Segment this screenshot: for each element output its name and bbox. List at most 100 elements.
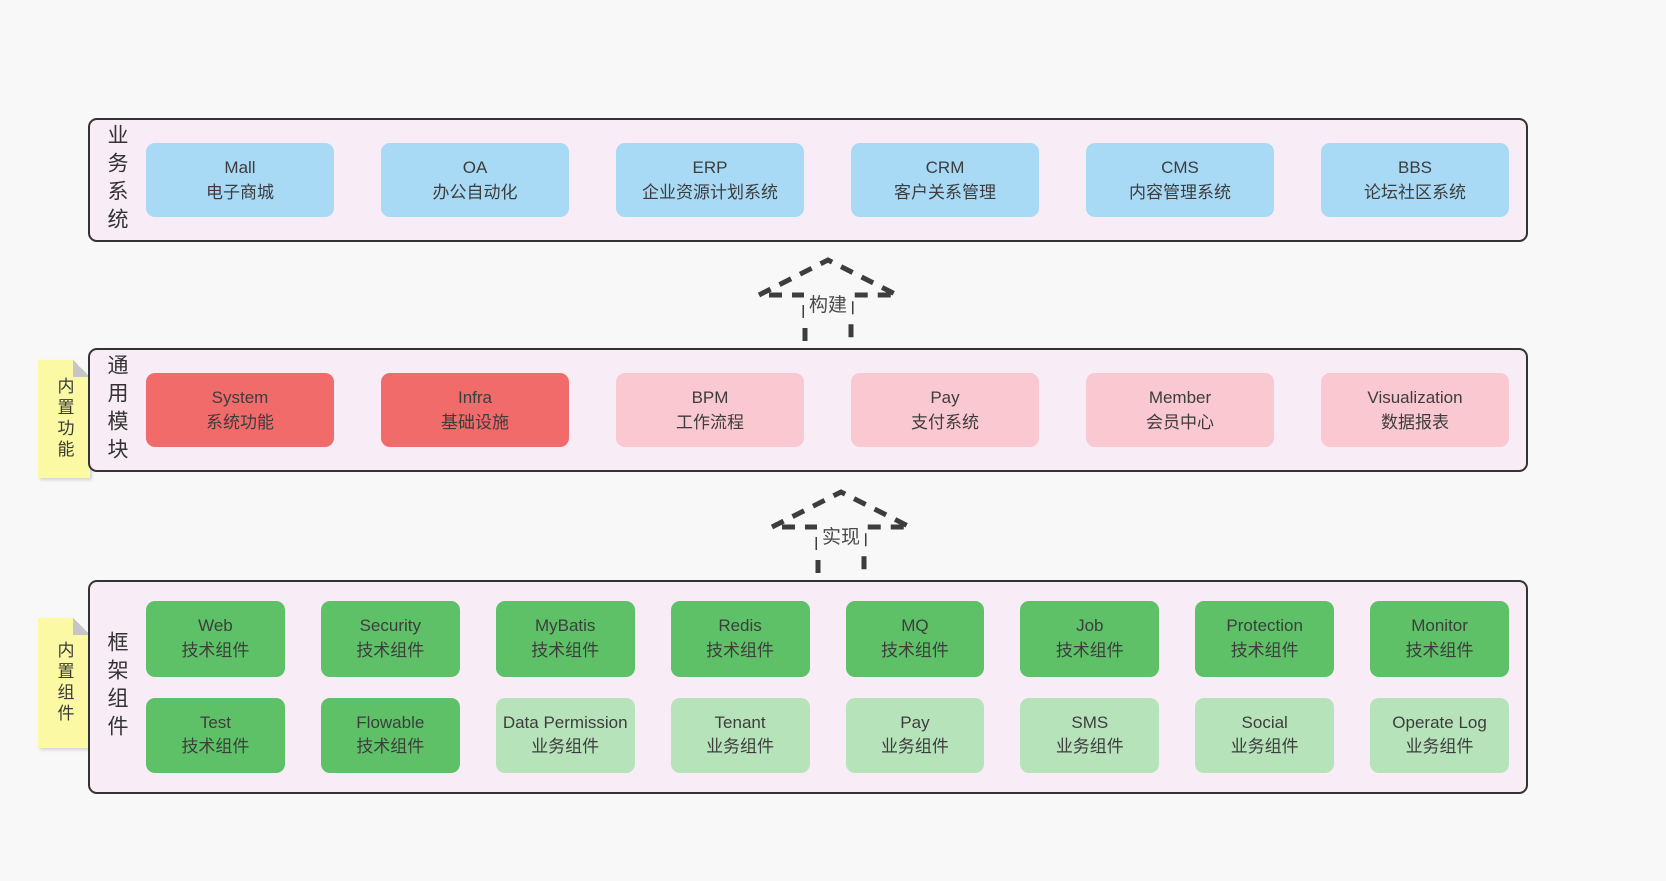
box-title: Redis bbox=[718, 616, 762, 636]
box-subtitle: 办公自动化 bbox=[432, 183, 518, 202]
box-subtitle: 技术组件 bbox=[356, 737, 425, 757]
box-pay-module: Pay 支付系统 bbox=[851, 373, 1039, 447]
business-systems-label: 业务系统 bbox=[105, 124, 128, 236]
box-title: Test bbox=[199, 712, 232, 732]
box-job: Job 技术组件 bbox=[1020, 601, 1160, 677]
box-title: Mall bbox=[224, 157, 256, 177]
box-web: Web 技术组件 bbox=[146, 601, 285, 677]
box-subtitle: 会员中心 bbox=[1146, 413, 1214, 432]
box-title: Visualization bbox=[1367, 387, 1463, 407]
box-subtitle: 业务组件 bbox=[706, 737, 775, 757]
box-title: Tenant bbox=[714, 712, 766, 732]
box-title: Infra bbox=[457, 387, 493, 407]
box-system: System 系统功能 bbox=[146, 373, 334, 447]
common-modules-panel: 通用模块 System 系统功能 Infra 基础设施 BPM 工作流程 Pay… bbox=[88, 348, 1528, 472]
box-title: BPM bbox=[691, 387, 729, 407]
box-mq: MQ 技术组件 bbox=[845, 601, 985, 677]
box-title: Job bbox=[1076, 616, 1104, 636]
box-subtitle: 客户关系管理 bbox=[894, 183, 996, 202]
box-bbs: BBS 论坛社区系统 bbox=[1321, 143, 1509, 217]
box-subtitle: 技术组件 bbox=[706, 640, 775, 660]
box-social: Social 业务组件 bbox=[1195, 697, 1335, 773]
box-mall: Mall 电子商城 bbox=[146, 143, 334, 217]
box-flowable: Flowable 技术组件 bbox=[320, 697, 460, 773]
box-subtitle: 业务组件 bbox=[880, 737, 949, 757]
box-subtitle: 技术组件 bbox=[181, 640, 250, 660]
box-tenant: Tenant 业务组件 bbox=[670, 697, 810, 773]
framework-components-label: 框架组件 bbox=[105, 631, 128, 743]
box-title: Pay bbox=[930, 387, 960, 407]
box-subtitle: 业务组件 bbox=[1230, 737, 1299, 757]
box-title: MQ bbox=[901, 616, 929, 636]
box-monitor: Monitor 技术组件 bbox=[1370, 601, 1509, 677]
box-security: Security 技术组件 bbox=[320, 601, 460, 677]
box-title: CRM bbox=[925, 157, 965, 177]
box-subtitle: 技术组件 bbox=[880, 640, 949, 660]
box-title: Data Permission bbox=[502, 712, 628, 732]
box-title: Web bbox=[198, 616, 233, 636]
business-systems-row: Mall 电子商城 OA 办公自动化 ERP 企业资源计划系统 CRM 客户关系… bbox=[146, 120, 1509, 240]
build-arrow: 构建 bbox=[753, 255, 903, 343]
builtin-features-tab: 内置功能 bbox=[38, 360, 90, 478]
box-subtitle: 论坛社区系统 bbox=[1364, 183, 1466, 202]
box-subtitle: 技术组件 bbox=[1230, 640, 1299, 660]
box-bpm: BPM 工作流程 bbox=[616, 373, 804, 447]
box-subtitle: 业务组件 bbox=[1055, 737, 1124, 757]
box-title: System bbox=[211, 387, 269, 407]
box-subtitle: 系统功能 bbox=[206, 413, 274, 432]
folded-corner-icon bbox=[73, 618, 90, 635]
box-member: Member 会员中心 bbox=[1086, 373, 1274, 447]
box-title: OA bbox=[462, 157, 488, 177]
implement-arrow: 实现 bbox=[766, 487, 916, 575]
box-pay-component: Pay 业务组件 bbox=[845, 697, 985, 773]
box-title: BBS bbox=[1397, 157, 1433, 177]
box-subtitle: 工作流程 bbox=[676, 413, 744, 432]
box-subtitle: 业务组件 bbox=[1405, 737, 1474, 757]
box-title: MyBatis bbox=[534, 616, 596, 636]
box-cms: CMS 内容管理系统 bbox=[1086, 143, 1274, 217]
framework-components-panel: 框架组件 Web 技术组件 Security 技术组件 MyBatis 技术组件… bbox=[88, 580, 1528, 794]
box-subtitle: 内容管理系统 bbox=[1129, 183, 1231, 202]
box-crm: CRM 客户关系管理 bbox=[851, 143, 1039, 217]
box-title: Operate Log bbox=[1392, 712, 1487, 732]
box-title: ERP bbox=[692, 157, 728, 177]
box-sms: SMS 业务组件 bbox=[1020, 697, 1160, 773]
business-systems-panel: 业务系统 Mall 电子商城 OA 办公自动化 ERP 企业资源计划系统 CRM… bbox=[88, 118, 1528, 242]
build-arrow-label: 构建 bbox=[803, 287, 853, 320]
box-subtitle: 技术组件 bbox=[1405, 640, 1474, 660]
box-title: Flowable bbox=[356, 712, 425, 732]
box-title: SMS bbox=[1071, 712, 1109, 732]
implement-arrow-label: 实现 bbox=[816, 519, 866, 552]
box-title: Protection bbox=[1226, 616, 1303, 636]
box-redis: Redis 技术组件 bbox=[670, 601, 810, 677]
box-erp: ERP 企业资源计划系统 bbox=[616, 143, 804, 217]
box-title: Monitor bbox=[1411, 616, 1468, 636]
common-modules-label: 通用模块 bbox=[105, 354, 128, 466]
builtin-components-tab: 内置组件 bbox=[38, 618, 90, 748]
box-visualization: Visualization 数据报表 bbox=[1321, 373, 1509, 447]
box-oa: OA 办公自动化 bbox=[381, 143, 569, 217]
box-subtitle: 支付系统 bbox=[911, 413, 979, 432]
box-title: Pay bbox=[900, 712, 930, 732]
box-subtitle: 业务组件 bbox=[531, 737, 600, 757]
box-mybatis: MyBatis 技术组件 bbox=[495, 601, 635, 677]
box-title: Member bbox=[1148, 387, 1212, 407]
builtin-components-label: 内置组件 bbox=[54, 641, 74, 725]
box-subtitle: 技术组件 bbox=[356, 640, 425, 660]
box-title: Social bbox=[1241, 712, 1288, 732]
box-subtitle: 基础设施 bbox=[441, 413, 509, 432]
box-data-permission: Data Permission 业务组件 bbox=[495, 697, 635, 773]
folded-corner-icon bbox=[73, 360, 90, 377]
box-title: Security bbox=[359, 616, 422, 636]
box-infra: Infra 基础设施 bbox=[381, 373, 569, 447]
box-operate-log: Operate Log 业务组件 bbox=[1370, 697, 1509, 773]
box-subtitle: 技术组件 bbox=[1055, 640, 1124, 660]
box-test: Test 技术组件 bbox=[146, 697, 285, 773]
builtin-features-label: 内置功能 bbox=[54, 377, 74, 461]
box-title: CMS bbox=[1161, 157, 1199, 177]
box-subtitle: 企业资源计划系统 bbox=[642, 183, 778, 202]
box-subtitle: 数据报表 bbox=[1381, 413, 1449, 432]
box-subtitle: 技术组件 bbox=[181, 737, 250, 757]
box-protection: Protection 技术组件 bbox=[1195, 601, 1335, 677]
